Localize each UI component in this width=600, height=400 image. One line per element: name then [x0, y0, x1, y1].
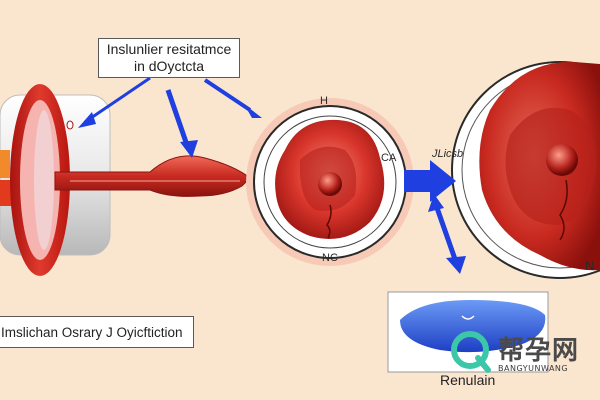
label-arrow-tag: JLicsb	[432, 148, 464, 160]
left-red-ring	[10, 84, 74, 276]
label-h: H	[320, 95, 328, 107]
middle-cell	[246, 98, 414, 266]
right-cell	[451, 61, 600, 279]
watermark-chinese: 帮孕网	[498, 336, 580, 366]
title-line-1: Inslunlier resitatmce	[106, 41, 232, 57]
title-label-box: Inslunlier resitatmce in dOyctcta	[98, 38, 240, 78]
label-nc: NC	[322, 252, 338, 264]
watermark-english: BANGYUNWANG	[498, 364, 569, 373]
renal-label: Renulain	[440, 372, 496, 388]
blood-vessel	[54, 155, 251, 197]
label-n: N	[585, 258, 595, 273]
label-ca: CA	[381, 152, 397, 164]
watermark-logo-icon	[451, 331, 491, 373]
blue-arrows	[78, 76, 466, 274]
title-line-2: in dOyctcta	[133, 58, 205, 74]
watermark: 帮孕网 BANGYUNWANG	[446, 330, 596, 378]
bottom-label-box: Imslichan Osrary J Oyicftiction	[0, 316, 194, 348]
